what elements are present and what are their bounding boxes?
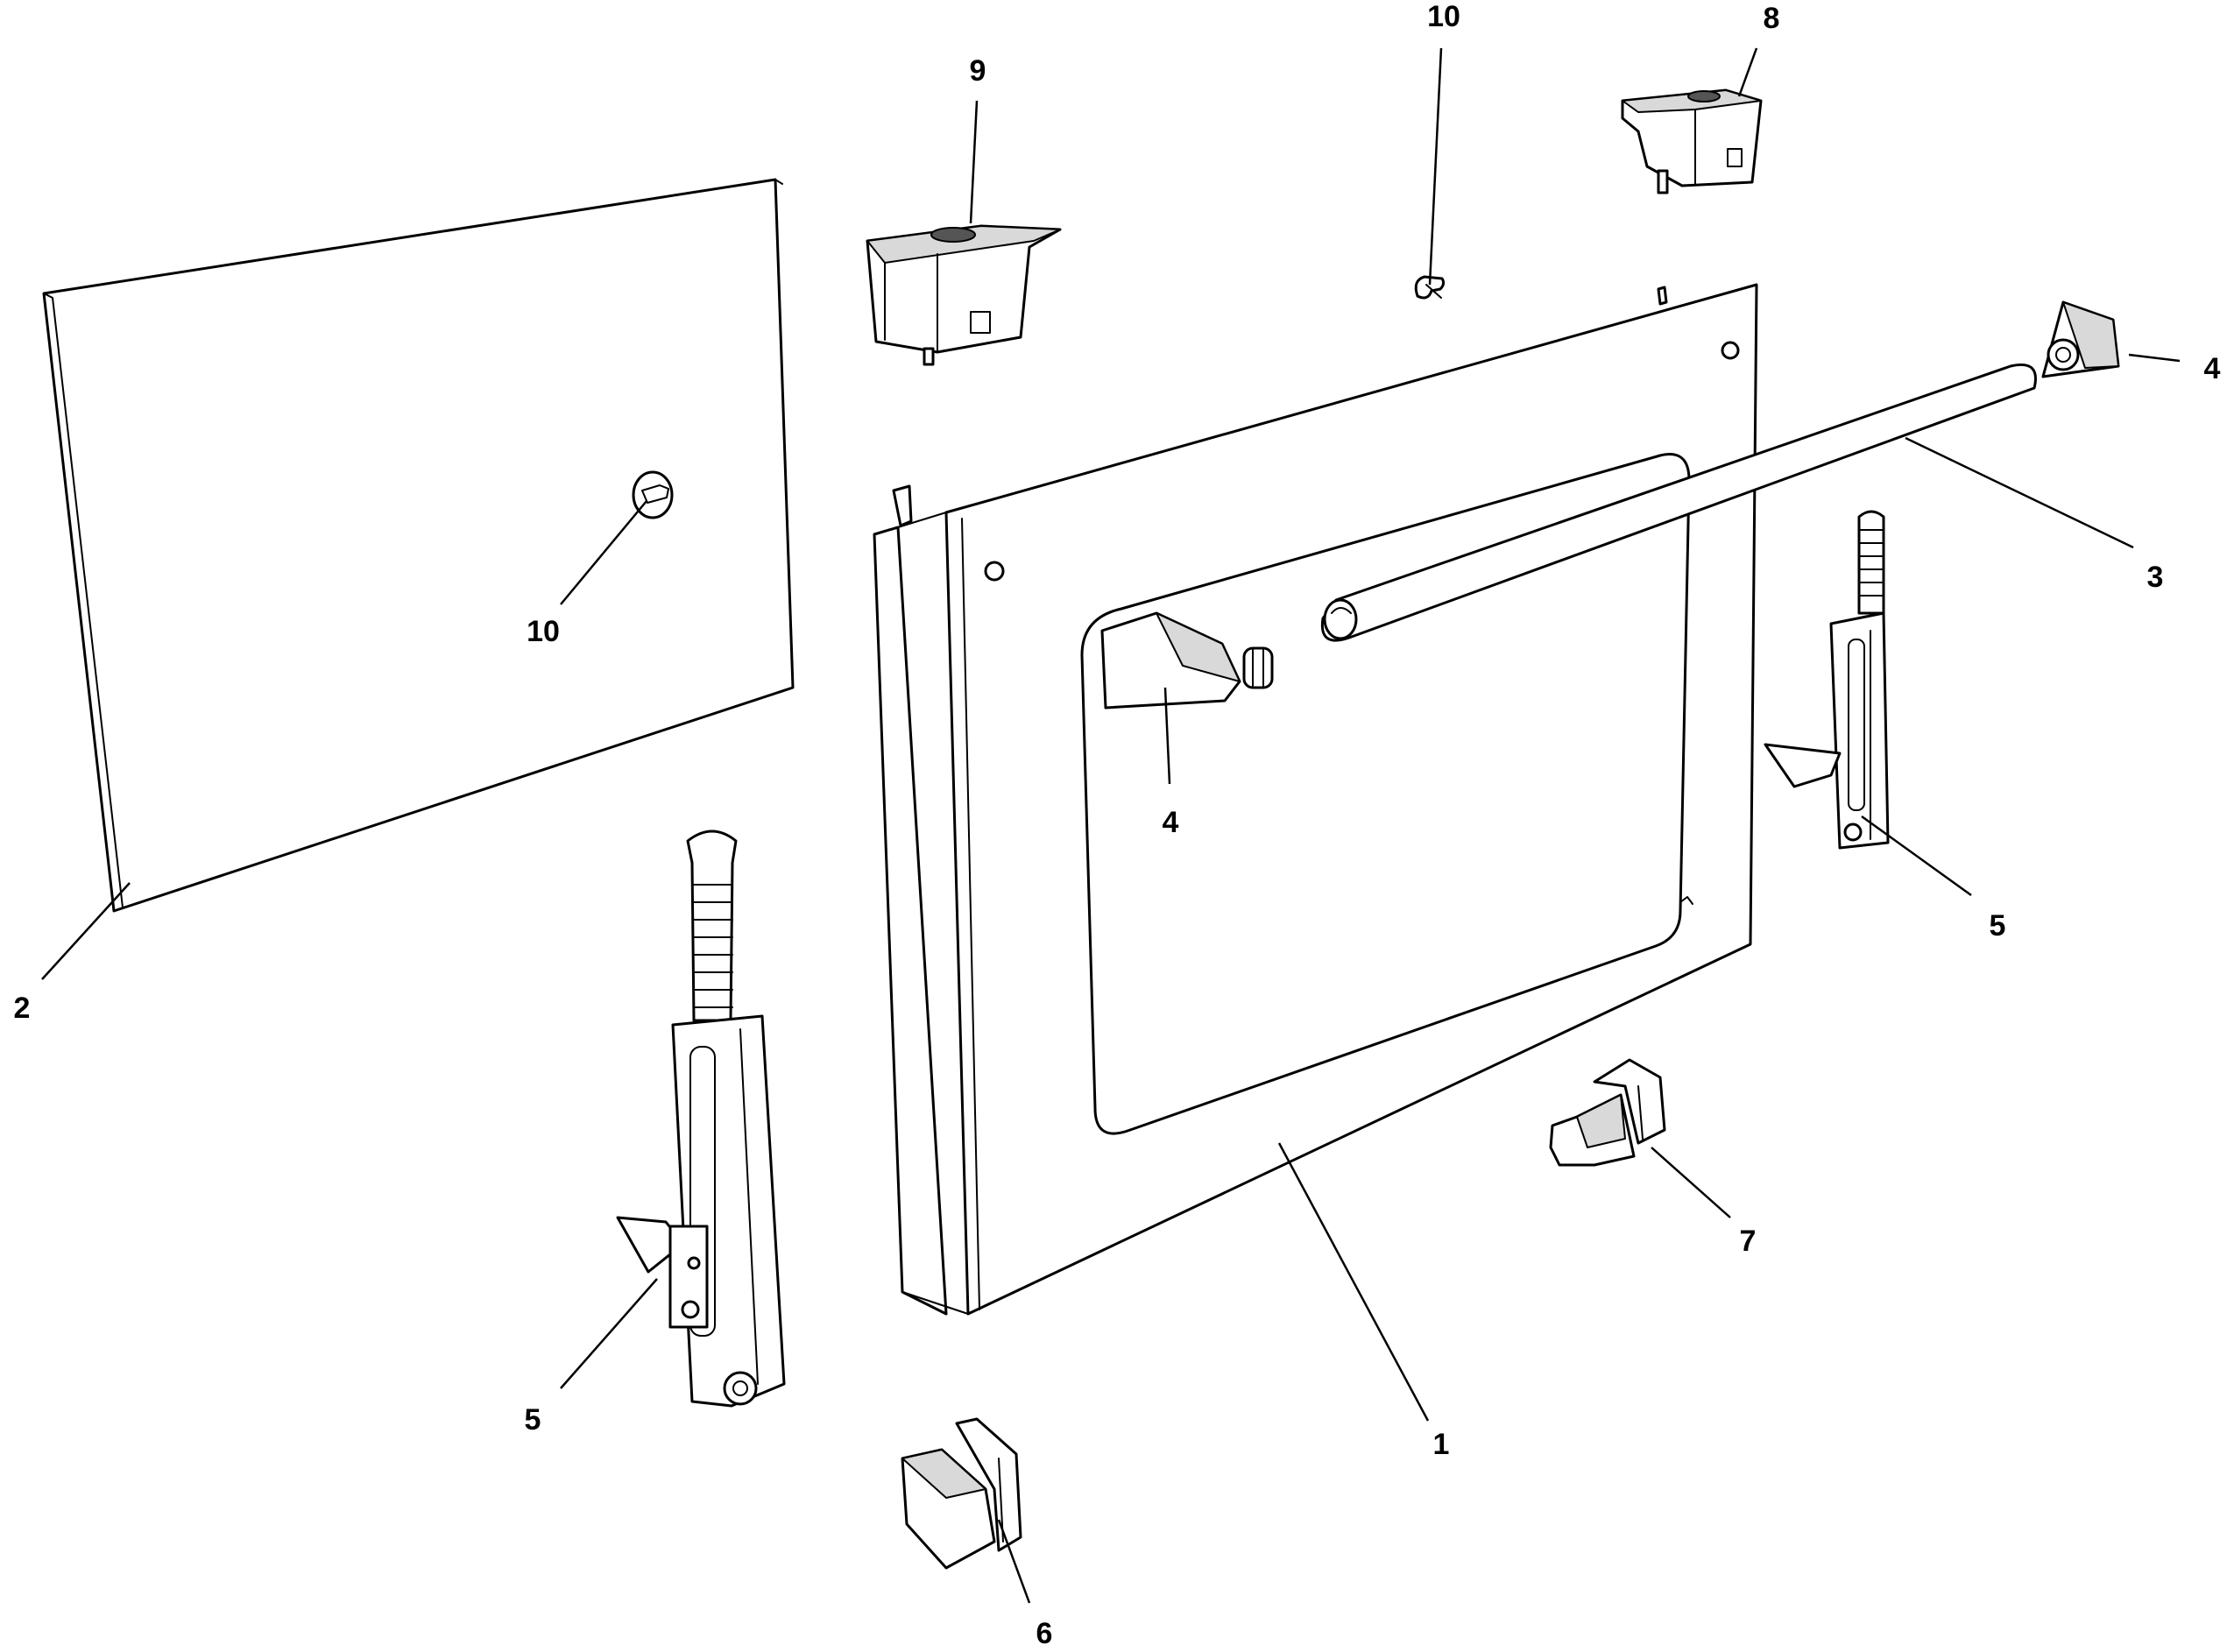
callout-9: 9: [970, 54, 986, 88]
door-clip-part-10: [1414, 275, 1446, 300]
door-top-bracket-right: [1621, 88, 1763, 194]
callout-6: 6: [1036, 1617, 1053, 1650]
callout-4-end-cap: 4: [2204, 352, 2221, 385]
callout-3: 3: [2147, 561, 2164, 594]
door-lower-bracket-left: [901, 1417, 1022, 1570]
callout-1: 1: [1433, 1428, 1450, 1461]
callout-5-left: 5: [525, 1403, 541, 1437]
callout-5-right: 5: [1990, 909, 2006, 942]
callout-10-top: 10: [1427, 0, 1460, 33]
door-handle-rod: [1320, 364, 2037, 642]
leader-lines: [41, 47, 2181, 1604]
door-hinge-left: [616, 830, 786, 1408]
inner-glass-panel: [42, 178, 795, 913]
door-lower-bracket-right: [1549, 1058, 1666, 1167]
callout-10-glass: 10: [527, 615, 560, 648]
handle-end-cap-left: [1100, 611, 1274, 710]
callout-2: 2: [14, 992, 31, 1025]
callout-7: 7: [1740, 1225, 1757, 1258]
door-top-bracket-left: [866, 224, 1062, 366]
callout-labels: 1 2 3 4 4 5 5 6 7 8 9 10 10: [14, 0, 2221, 1650]
callout-4-handle: 4: [1163, 806, 1179, 839]
door-hinge-right: [1764, 510, 1890, 850]
callout-8: 8: [1764, 2, 1780, 35]
handle-end-cap-right: [2041, 300, 2120, 378]
